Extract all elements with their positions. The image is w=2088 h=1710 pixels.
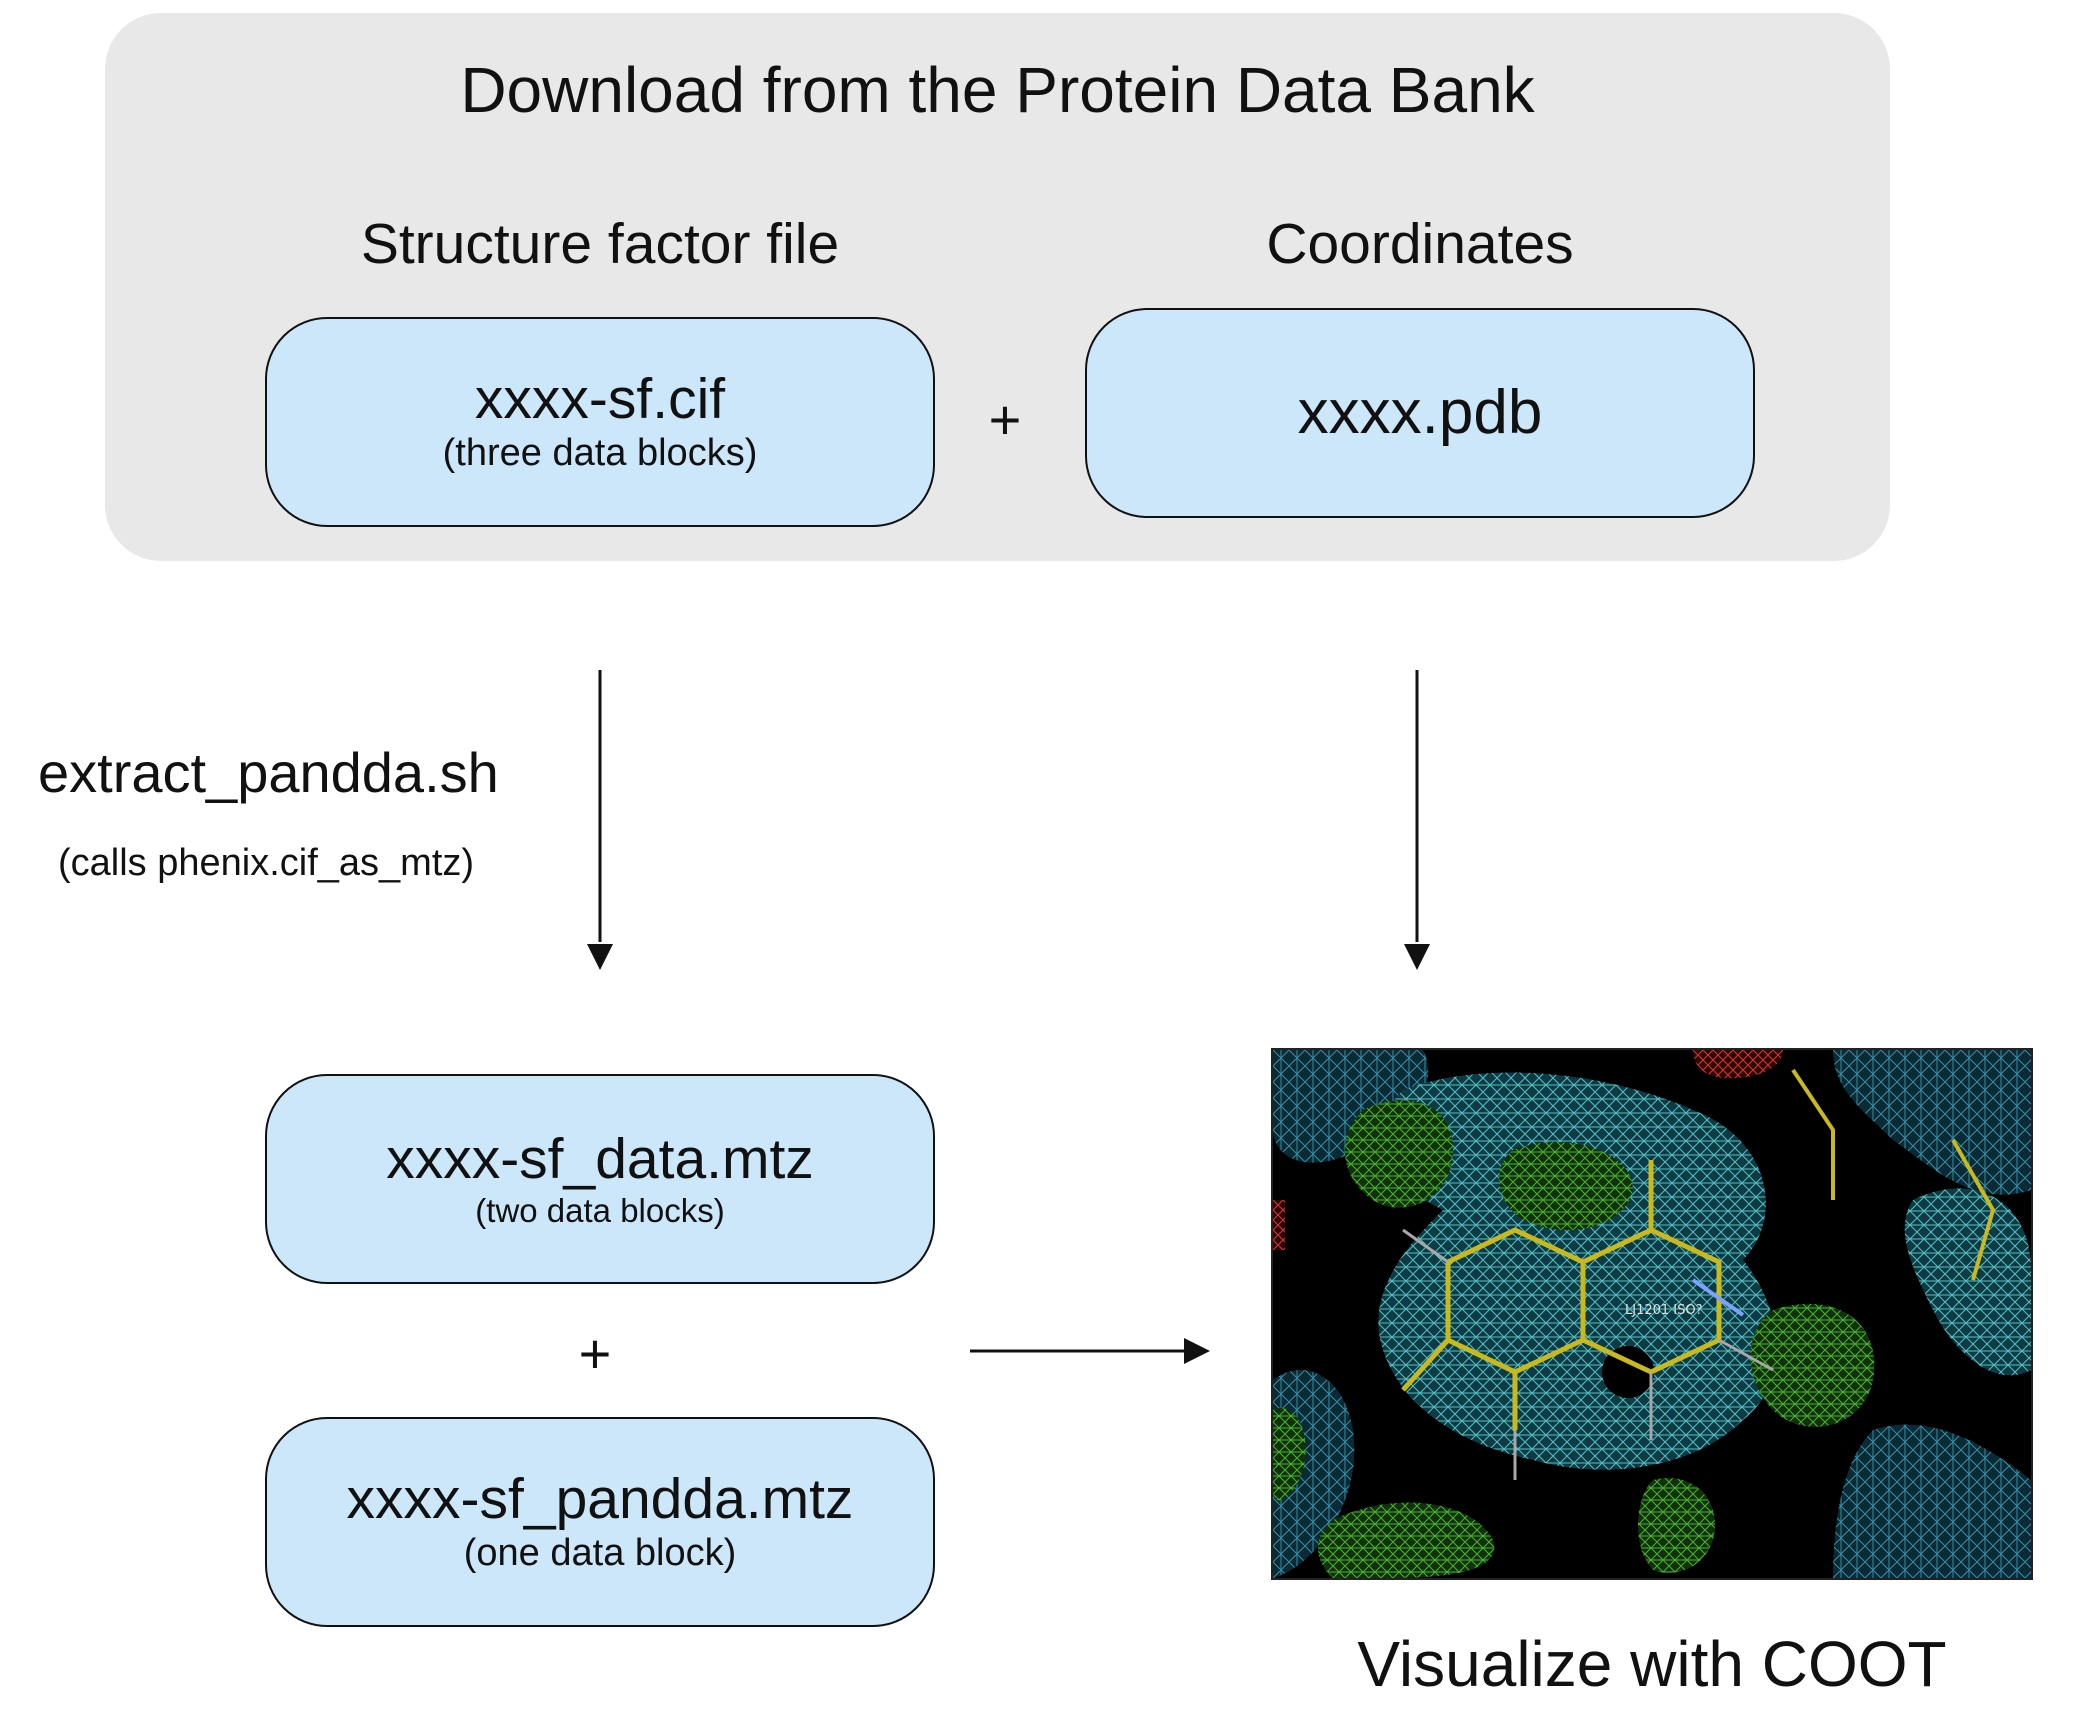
structure-factor-heading: Structure factor file	[360, 212, 840, 276]
density-hole	[1602, 1346, 1654, 1398]
sf-pandda-mtz-filename: xxxx-sf_pandda.mtz	[346, 1466, 854, 1531]
coot-caption: Visualize with COOT	[1357, 1628, 1947, 1700]
coordinates-heading: Coordinates	[1266, 212, 1574, 276]
sf-data-mtz-note: (two data blocks)	[475, 1191, 725, 1229]
script-name: extract_pandda.sh	[38, 741, 499, 804]
hydrogen-bonds	[1402, 1228, 1774, 1480]
sf-cif-note: (three data blocks)	[442, 431, 758, 474]
sf-pandda-mtz-file-box: xxxx-sf_pandda.mtz (one data block)	[265, 1417, 935, 1627]
electron-density-map: LJ1201 ISO?	[1273, 1050, 2031, 1578]
ligand-model	[1401, 1068, 1995, 1430]
plus-sign-bottom: +	[578, 1322, 612, 1385]
sf-cif-file-box: xxxx-sf.cif (three data blocks)	[265, 317, 935, 527]
arrow-cif-to-mtz	[587, 670, 613, 970]
sf-pandda-mtz-note: (one data block)	[463, 1531, 737, 1574]
coot-density-image: LJ1201 ISO?	[1271, 1048, 2033, 1580]
arrow-pdb-to-coot	[1404, 670, 1430, 970]
arrow-mtz-to-coot	[970, 1338, 1210, 1364]
mesh-green	[1273, 1100, 1875, 1578]
script-note: (calls phenix.cif_as_mtz)	[58, 842, 475, 884]
sf-cif-filename: xxxx-sf.cif	[474, 366, 726, 431]
sf-data-mtz-file-box: xxxx-sf_data.mtz (two data blocks)	[265, 1074, 935, 1284]
pdb-filename: xxxx.pdb	[1297, 377, 1543, 447]
residue-label: LJ1201 ISO?	[1625, 1303, 1703, 1318]
mesh-red	[1273, 1050, 1783, 1250]
sf-data-mtz-filename: xxxx-sf_data.mtz	[386, 1126, 814, 1191]
nitrogen-bond	[1691, 1278, 1745, 1317]
plus-sign-top: +	[988, 388, 1022, 451]
mesh-blobs-dark	[1273, 1050, 2031, 1578]
pdb-file-box: xxxx.pdb	[1085, 308, 1755, 518]
panel-title: Download from the Protein Data Bank	[460, 54, 1535, 126]
